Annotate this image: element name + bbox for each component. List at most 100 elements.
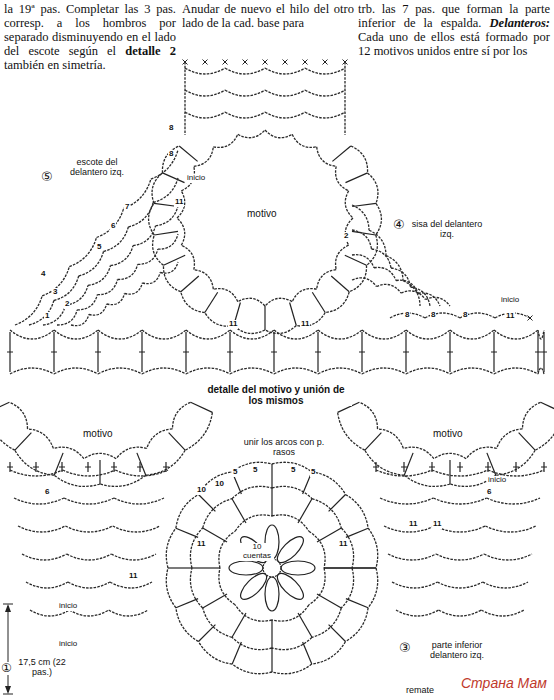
slip-stitch xyxy=(243,60,248,65)
chain-arc xyxy=(538,368,544,374)
chain-arc xyxy=(173,402,191,429)
start-marker: inicio xyxy=(186,174,206,183)
slip-stitch xyxy=(303,60,308,65)
chain-arc xyxy=(69,238,96,267)
chain-arc xyxy=(114,498,164,504)
treble-tick xyxy=(33,467,39,468)
chain-arc xyxy=(494,368,538,374)
chain-arc xyxy=(142,368,186,374)
treble-stitch xyxy=(232,499,246,523)
chain-arc xyxy=(54,475,100,486)
chain-arc xyxy=(312,642,346,665)
chain-arc xyxy=(98,330,142,339)
treble-stitch xyxy=(324,567,352,568)
treble-stitch xyxy=(346,528,368,537)
chain-arc xyxy=(318,368,362,374)
chain-arc xyxy=(312,472,346,495)
chain-arc xyxy=(219,531,235,568)
chain-arc xyxy=(89,304,107,315)
chain-arc xyxy=(84,453,116,458)
chain-arc xyxy=(128,203,153,228)
row-number: 8 xyxy=(430,311,436,320)
chain-arc xyxy=(317,147,337,167)
bold-text: detalle 2 xyxy=(125,44,176,58)
treble-tick xyxy=(7,352,13,353)
treble-stitch xyxy=(332,146,350,161)
chain-arc xyxy=(152,173,162,204)
chain-arc xyxy=(305,90,345,96)
treble-stitch xyxy=(298,613,312,637)
watermark: Страна Мам xyxy=(460,676,548,691)
chain-arc xyxy=(54,330,98,339)
chain-arc xyxy=(116,447,147,459)
row-number: 11 xyxy=(300,320,310,329)
chain-arc xyxy=(406,330,450,339)
treble-stitch xyxy=(199,495,216,512)
row-number: 11 xyxy=(128,572,138,581)
treble-stitch xyxy=(271,620,272,648)
treble-stitch xyxy=(312,292,325,312)
treble-stitch xyxy=(271,488,272,516)
dimension-label: 17,5 cm (22 pas.) xyxy=(14,658,70,678)
chain-arc xyxy=(388,554,436,560)
chain-arc xyxy=(181,245,194,270)
chain-arc xyxy=(232,486,272,498)
chain-arc xyxy=(71,315,89,326)
treble-stitch xyxy=(352,567,376,568)
chain-arc xyxy=(359,402,377,429)
chain-arc xyxy=(225,112,265,118)
chain-arc xyxy=(15,450,54,475)
chain-arc xyxy=(185,68,225,74)
chain-arc xyxy=(317,270,337,290)
chain-arc xyxy=(497,429,523,449)
treble-tick xyxy=(95,352,101,353)
chain-arc xyxy=(54,368,98,374)
chain-arc xyxy=(309,531,325,568)
chain-arc xyxy=(186,368,230,374)
chain-arc xyxy=(265,90,305,96)
chain-arc xyxy=(368,568,378,608)
chain-arc xyxy=(113,526,160,532)
section-label: escote del delantero izq. xyxy=(60,158,134,178)
chain-arc xyxy=(406,368,450,374)
chain-arc xyxy=(434,453,466,458)
chain-arc xyxy=(376,203,382,235)
chain-arc xyxy=(439,610,482,616)
chain-arc xyxy=(10,330,54,339)
chain-arc xyxy=(338,412,365,450)
chain-arc xyxy=(97,280,117,295)
dimension-tick xyxy=(3,604,13,694)
chain-arc xyxy=(133,226,156,246)
chain-arc xyxy=(156,206,179,226)
row-number: 5 xyxy=(252,466,258,475)
chain-arc xyxy=(138,249,158,264)
note-label: unir los arcos con p. rasos xyxy=(240,438,328,458)
treble-stitch xyxy=(317,594,341,608)
chain-arc xyxy=(230,368,274,374)
chain-arc xyxy=(185,112,225,118)
chain-arc xyxy=(225,68,265,74)
treble-stitch xyxy=(232,642,241,664)
flower-petal xyxy=(281,561,315,575)
treble-tick xyxy=(491,352,497,353)
chain-arc xyxy=(487,498,540,504)
chain-arc xyxy=(185,90,225,96)
chain-arc xyxy=(341,568,353,608)
chain-arc xyxy=(26,582,68,588)
treble-stitch xyxy=(324,567,352,568)
treble-tick xyxy=(373,467,379,468)
chain-arc xyxy=(219,568,235,605)
chain-arc xyxy=(162,146,179,173)
treble-tick xyxy=(429,467,435,468)
chain-arc xyxy=(272,486,312,498)
slip-stitch xyxy=(263,60,268,65)
chain-arc xyxy=(396,610,439,616)
treble-stitch xyxy=(15,433,32,451)
chain-arc xyxy=(318,330,362,339)
chain-arc xyxy=(352,255,374,268)
chain-arc xyxy=(235,605,272,621)
row-number: 4 xyxy=(40,270,46,279)
treble-stitch xyxy=(331,276,349,292)
treble-stitch xyxy=(541,402,554,412)
